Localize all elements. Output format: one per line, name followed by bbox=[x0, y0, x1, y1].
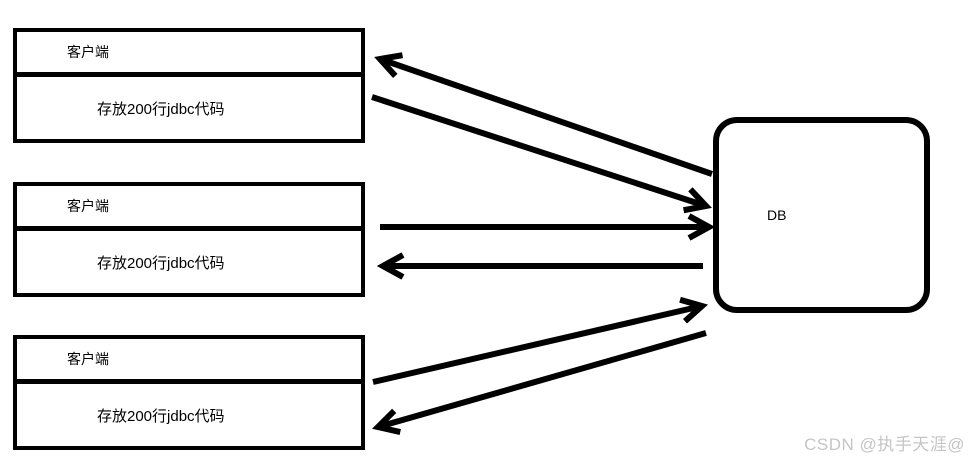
client-2-body-label: 存放200行jdbc代码 bbox=[97, 254, 225, 272]
client-box-2: 客户端 存放200行jdbc代码 bbox=[13, 182, 365, 297]
database-label: DB bbox=[767, 207, 787, 223]
csdn-watermark: CSDN @执手天涯@ bbox=[804, 435, 965, 454]
arrow-db-to-client1 bbox=[374, 52, 713, 177]
client-3-body-label: 存放200行jdbc代码 bbox=[97, 407, 225, 425]
client-2-header-label: 客户端 bbox=[67, 198, 109, 214]
client-1-body: 存放200行jdbc代码 bbox=[17, 77, 361, 139]
client-3-body: 存放200行jdbc代码 bbox=[17, 384, 361, 446]
client-1-header: 客户端 bbox=[17, 32, 361, 77]
client-1-body-label: 存放200行jdbc代码 bbox=[97, 100, 225, 118]
client-box-1: 客户端 存放200行jdbc代码 bbox=[13, 28, 365, 143]
client-2-header: 客户端 bbox=[17, 186, 361, 231]
arrow-client3-to-db bbox=[372, 296, 709, 385]
client-2-body: 存放200行jdbc代码 bbox=[17, 231, 361, 293]
client-box-3: 客户端 存放200行jdbc代码 bbox=[13, 335, 365, 450]
client-3-header: 客户端 bbox=[17, 339, 361, 384]
arrow-client1-to-db bbox=[371, 94, 712, 214]
client-1-header-label: 客户端 bbox=[67, 44, 109, 60]
client-3-header-label: 客户端 bbox=[67, 351, 109, 367]
database-box: DB bbox=[713, 117, 930, 313]
arrow-db-to-client3 bbox=[372, 330, 707, 435]
